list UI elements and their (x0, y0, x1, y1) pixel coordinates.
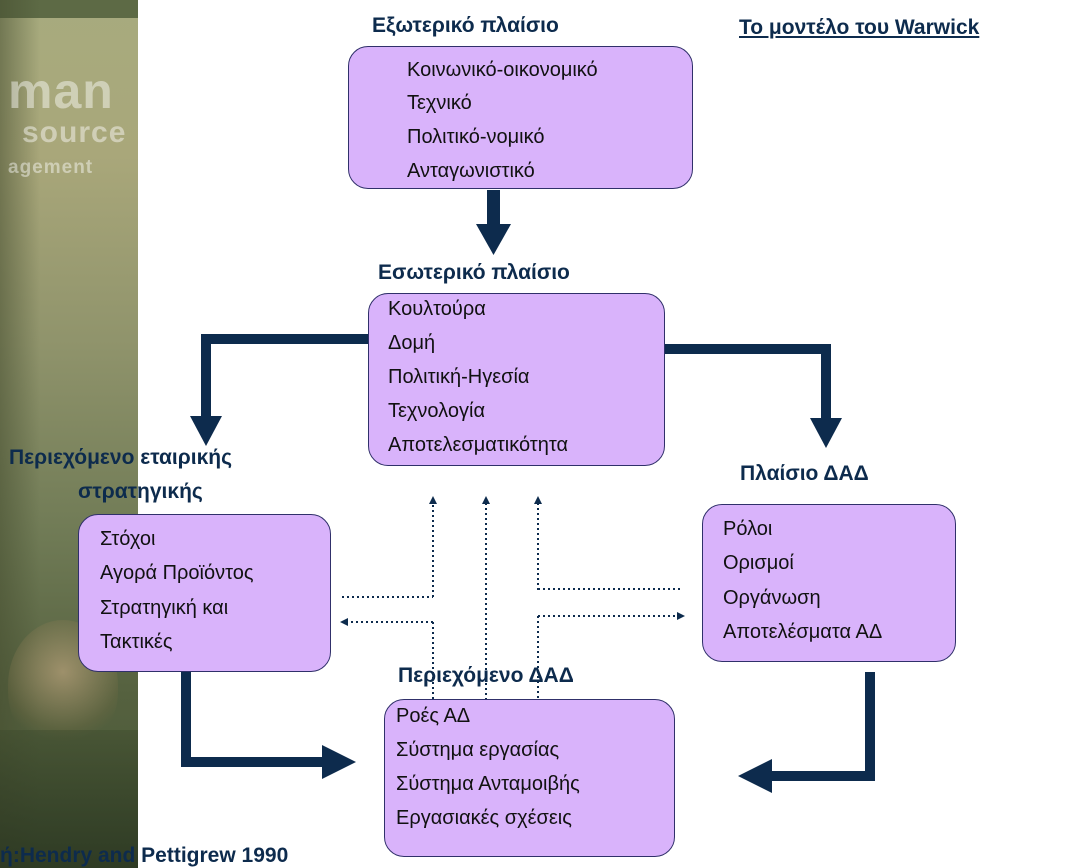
strategy-item: Στόχοι (100, 528, 156, 550)
model-title: Το μοντέλο του Warwick (739, 16, 980, 39)
hrm-context-box: Ρόλοι Ορισμοί Οργάνωση Αποτελέσματα ΑΔ (702, 504, 956, 662)
dotted-feedback-verticals (429, 496, 542, 700)
outer-context-item: Ανταγωνιστικό (407, 160, 535, 182)
hrm-content-item: Ροές ΑΔ (396, 705, 471, 727)
strategy-box: Στόχοι Αγορά Προϊόντος Στρατηγική και Τα… (78, 514, 331, 672)
inner-context-title: Εσωτερικό πλαίσιο (378, 261, 570, 284)
hrm-content-item: Σύστημα Ανταμοιβής (396, 773, 580, 795)
hrm-context-item: Ορισμοί (723, 552, 794, 574)
hrm-content-title: Περιεχόμενο ΔΑΔ (398, 664, 574, 687)
inner-context-item: Τεχνολογία (388, 400, 486, 422)
inner-context-item: Κουλτούρα (388, 298, 486, 320)
arrow-outer-to-inner (476, 190, 511, 255)
outer-context-item: Πολιτικό-νομικό (407, 126, 545, 148)
strategy-item: Αγορά Προϊόντος (100, 562, 254, 584)
person-photo-body (0, 730, 138, 868)
inner-context-item: Δομή (388, 332, 436, 354)
strategy-title-line1: Περιεχόμενο εταιρικής (9, 446, 233, 469)
logo-text-line2: source (22, 116, 127, 149)
hrm-content-item: Εργασιακές σχέσεις (396, 807, 572, 829)
strategy-title-line2: στρατηγικής (78, 480, 203, 503)
hrm-context-item: Ρόλοι (723, 518, 773, 540)
hrm-context-item: Οργάνωση (723, 587, 821, 609)
hrm-context-title: Πλαίσιο ΔΑΔ (740, 462, 869, 485)
inner-context-item: Αποτελεσματικότητα (388, 434, 568, 456)
logo-text-line3: agement (8, 157, 94, 178)
logo-text-line1: man (8, 63, 114, 119)
outer-context-item: Κοινωνικό-οικονομικό (407, 59, 598, 81)
arrow-inner-to-hrm-context (664, 344, 842, 448)
hrm-content-item: Σύστημα εργασίας (396, 739, 560, 761)
strategy-item: Τακτικές (100, 631, 173, 653)
inner-context-box: Κουλτούρα Δομή Πολιτική-Ηγεσία Τεχνολογί… (368, 293, 665, 466)
hrm-context-item: Αποτελέσματα ΑΔ (723, 621, 883, 643)
hrm-content-box: Ροές ΑΔ Σύστημα εργασίας Σύστημα Ανταμοι… (384, 699, 675, 857)
outer-context-item: Τεχνικό (407, 92, 472, 114)
arrow-hrm-context-to-hrm-content (738, 672, 875, 793)
dotted-feedback-horizontals (340, 588, 685, 700)
arrow-inner-to-strategy (190, 334, 368, 446)
strategy-item: Στρατηγική και (100, 597, 229, 619)
arrow-strategy-to-hrm-content (181, 672, 356, 779)
inner-context-item: Πολιτική-Ηγεσία (388, 366, 530, 388)
outer-context-title: Εξωτερικό πλαίσιο (372, 14, 559, 37)
source-citation: ή:Hendry and Pettigrew 1990 (0, 844, 289, 867)
outer-context-box: Κοινωνικό-οικονομικό Τεχνικό Πολιτικό-νο… (348, 46, 693, 189)
